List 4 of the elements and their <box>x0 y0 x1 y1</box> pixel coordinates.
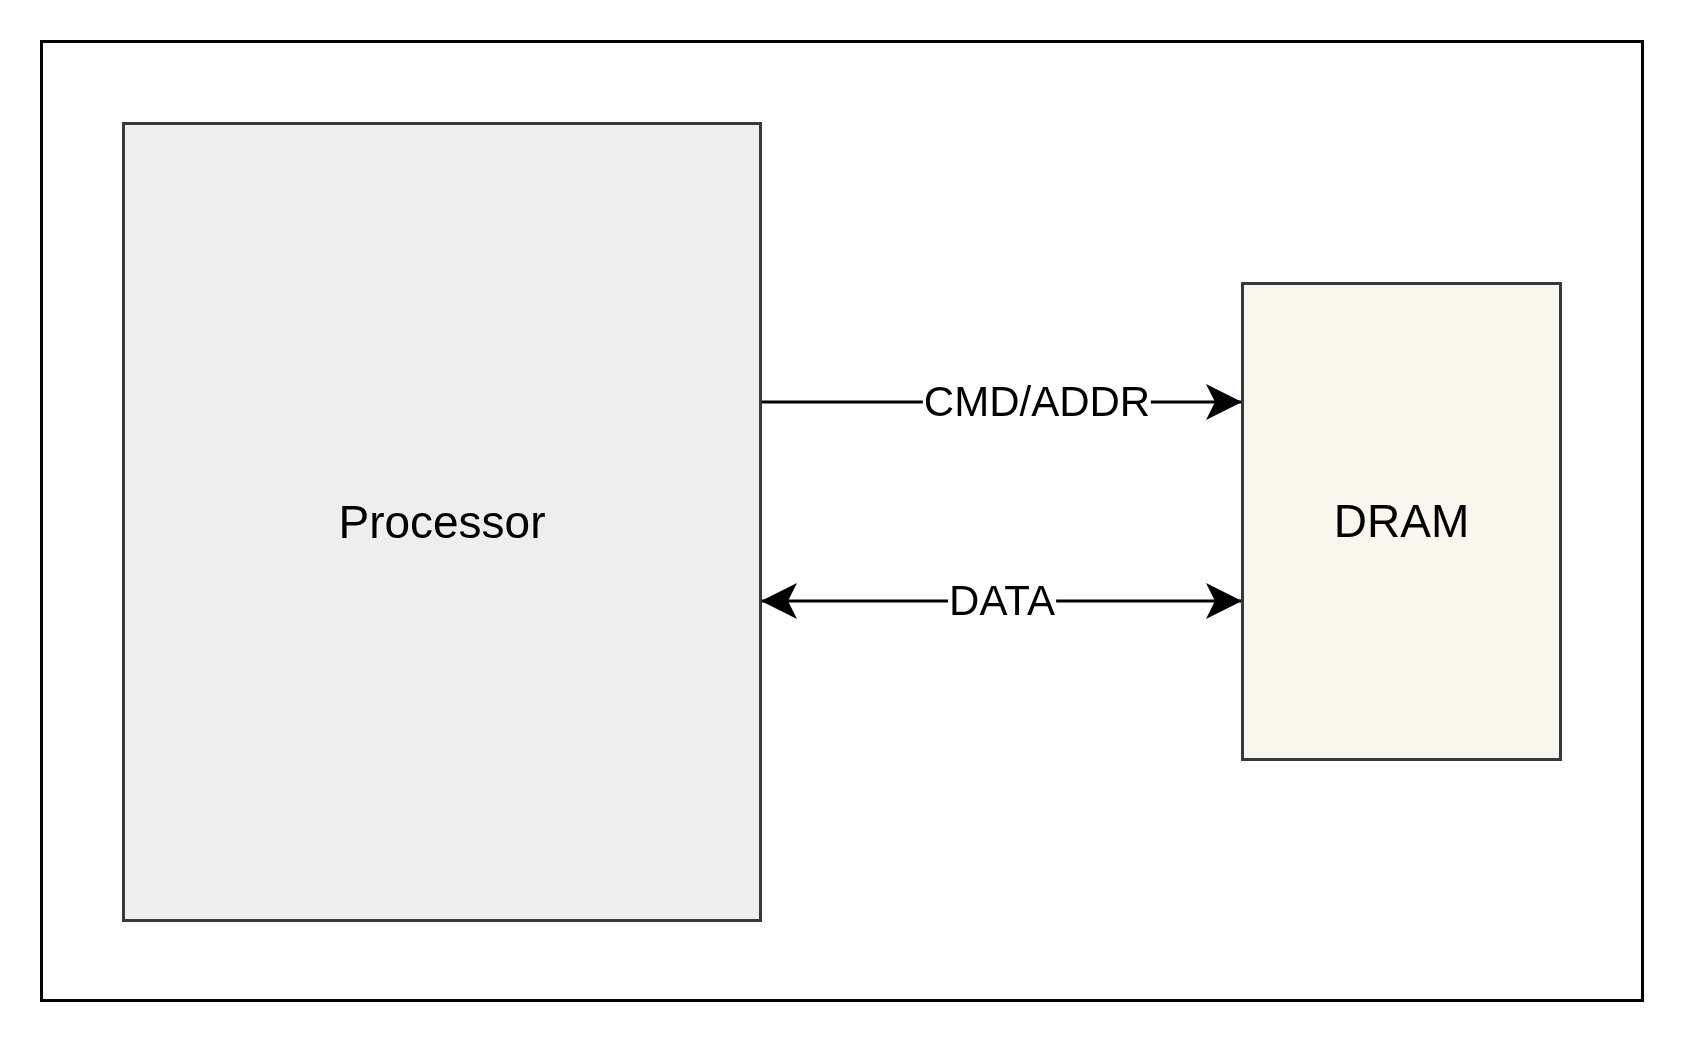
processor-block <box>122 122 762 922</box>
memory-block <box>1241 282 1562 761</box>
block-label: DRAM <box>1333 495 1470 548</box>
block-label: Processor <box>338 495 546 549</box>
